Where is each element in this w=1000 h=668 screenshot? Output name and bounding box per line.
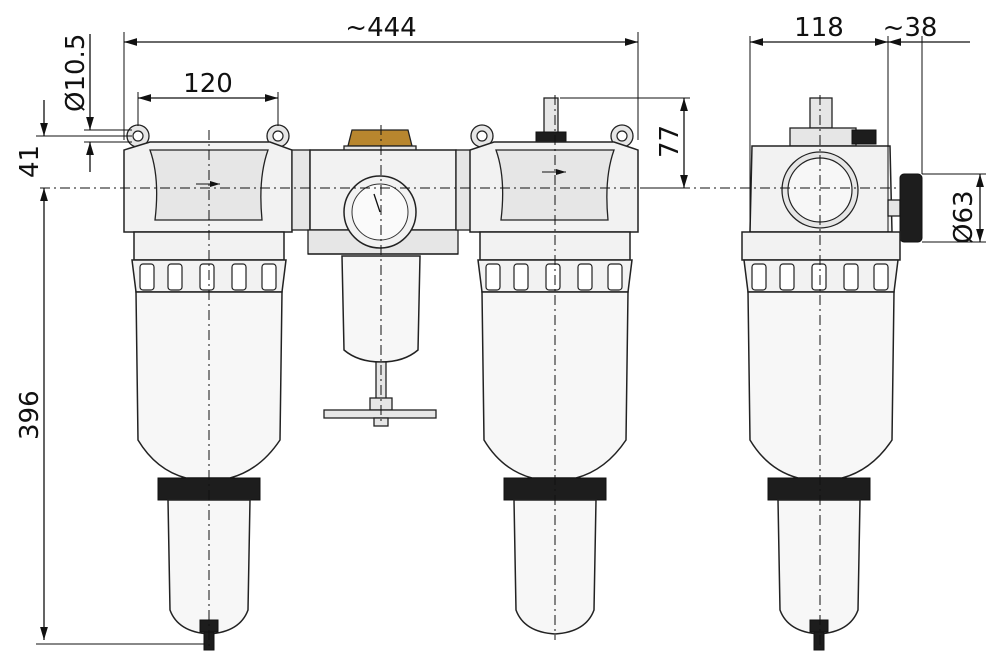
dim-overall-width: ~444 bbox=[345, 13, 416, 43]
dim-unit-width: 120 bbox=[183, 69, 233, 99]
dim-hole-diameter: Ø10.5 bbox=[61, 34, 91, 112]
adjust-handle-icon bbox=[323, 409, 437, 419]
dim-mount-height: 41 bbox=[15, 145, 45, 178]
left-port-connector bbox=[291, 149, 311, 231]
dim-port-height: 77 bbox=[655, 125, 685, 158]
dim-side-depth: 118 bbox=[794, 13, 844, 43]
center-regulator-unit bbox=[307, 129, 459, 427]
dim-gauge-diameter: Ø63 bbox=[949, 190, 979, 244]
side-view-unit bbox=[741, 97, 923, 651]
side-gauge-icon bbox=[899, 173, 923, 243]
right-lubricator-unit bbox=[469, 97, 639, 635]
dim-overall-height: 396 bbox=[15, 390, 45, 440]
dimension-lines bbox=[36, 32, 986, 645]
center-lines bbox=[40, 95, 900, 650]
left-filter-unit bbox=[123, 124, 293, 651]
dim-gauge-offset: ~38 bbox=[883, 13, 938, 43]
